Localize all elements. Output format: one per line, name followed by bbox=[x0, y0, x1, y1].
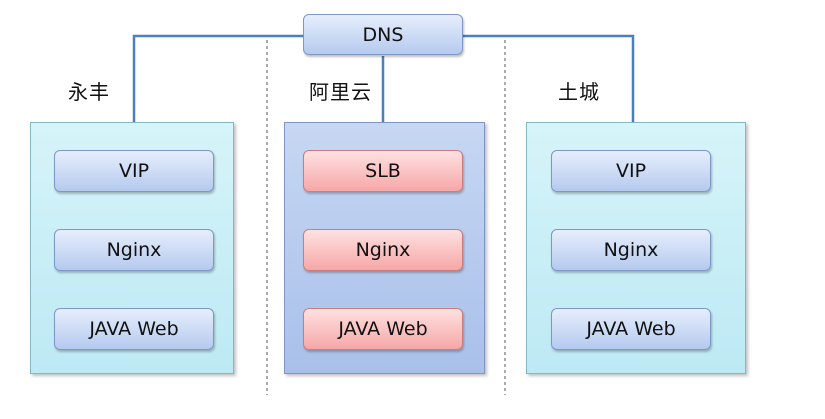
slb-node: SLB bbox=[303, 150, 463, 192]
node-label: JAVA Web bbox=[338, 318, 428, 340]
node-label: VIP bbox=[118, 160, 150, 182]
nginx-node: Nginx bbox=[54, 229, 214, 271]
dns-to-right-connector bbox=[463, 34, 637, 150]
site-label-yongfeng: 永丰 bbox=[68, 80, 110, 104]
dns-to-left-connector bbox=[130, 34, 303, 150]
nginx-node: Nginx bbox=[303, 229, 463, 271]
dns-node: DNS bbox=[303, 14, 463, 55]
node-label: Nginx bbox=[603, 239, 659, 261]
nginx-node: Nginx bbox=[551, 229, 711, 271]
site-label-tucheng: 土城 bbox=[558, 80, 600, 104]
java-web-node: JAVA Web bbox=[303, 308, 463, 350]
vip-node: VIP bbox=[54, 150, 214, 192]
node-label: Nginx bbox=[106, 239, 162, 261]
vip-node: VIP bbox=[551, 150, 711, 192]
node-label: JAVA Web bbox=[89, 318, 179, 340]
site-label-aliyun: 阿里云 bbox=[309, 80, 372, 104]
node-label: JAVA Web bbox=[586, 318, 676, 340]
dns-label: DNS bbox=[362, 23, 404, 46]
java-web-node: JAVA Web bbox=[551, 308, 711, 350]
node-label: VIP bbox=[615, 160, 647, 182]
node-label: SLB bbox=[365, 160, 401, 182]
java-web-node: JAVA Web bbox=[54, 308, 214, 350]
node-label: Nginx bbox=[355, 239, 411, 261]
